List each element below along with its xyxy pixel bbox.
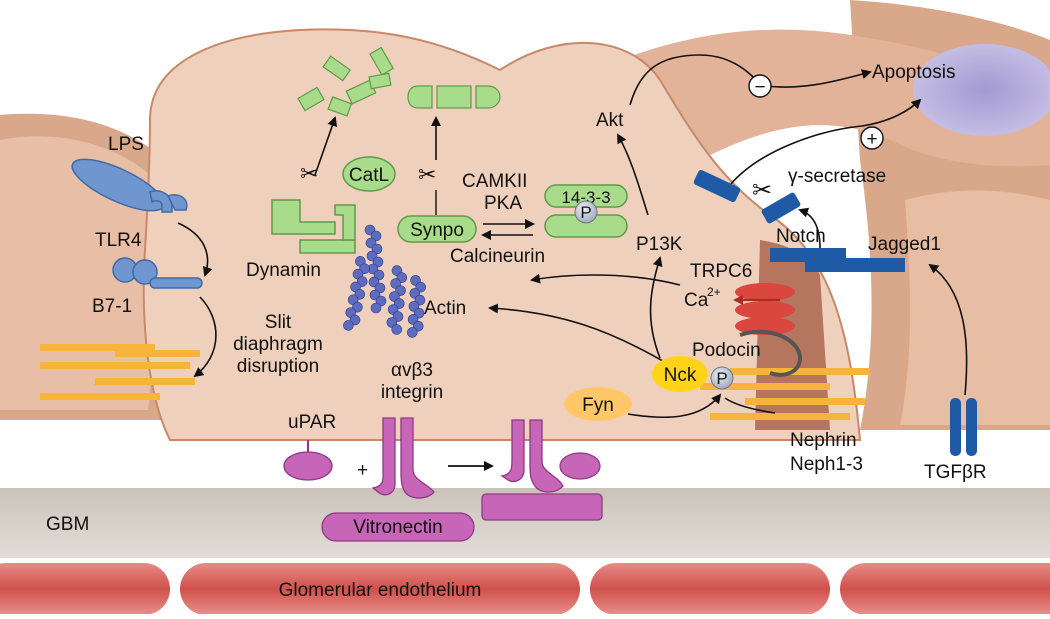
vitronectin-box <box>321 512 475 542</box>
fyn-label: Fyn <box>582 395 614 416</box>
podocin-group: Podocin Nck P Fyn Nephrin Neph1-3 <box>564 329 863 475</box>
1433-label: 14-3-3 <box>561 188 610 207</box>
p13k-label: P13K <box>636 234 683 255</box>
lps-label: LPS <box>108 134 144 155</box>
ca-sup-label: 2+ <box>707 285 721 299</box>
podocin-hairpin <box>739 329 803 377</box>
trpc6-channel <box>735 283 795 301</box>
plus-sign-label: + <box>357 460 368 481</box>
akt-pathway: Akt P13K − + Apoptosis <box>596 62 955 255</box>
plus-label: + <box>866 129 877 150</box>
endothelium-layer: Glomerular endothelium <box>0 563 1050 615</box>
integrin-left <box>371 417 396 496</box>
scissors-icon: ✂ <box>300 161 318 186</box>
tlr4-label: TLR4 <box>95 230 142 251</box>
vitronectin-label: Vitronectin <box>353 517 442 538</box>
notch-label: Notch <box>776 226 826 247</box>
upar-shape <box>283 451 333 481</box>
calcineurin-label: Calcineurin <box>450 246 545 267</box>
nck-phospho-label: P <box>716 369 727 388</box>
ca-label: Ca <box>684 290 709 311</box>
notch-group: ✂ γ-secretase Notch Jagged1 <box>693 166 968 396</box>
podocin-label: Podocin <box>692 340 761 361</box>
synpo-group: ✂ Synpo CAMKII PKA Calcineurin 14-3-3 P <box>397 85 628 267</box>
scissors-icon-3: ✂ <box>752 177 772 204</box>
gbm-layer: GBM <box>0 488 1050 558</box>
tgfbr-receptor <box>950 398 961 456</box>
dynamin-shape <box>271 199 336 235</box>
pathway-arrows <box>488 54 922 419</box>
endothelium-label: Glomerular endothelium <box>279 580 482 601</box>
plus-node <box>860 126 884 150</box>
tgfbr-label: TGFβR <box>924 462 987 483</box>
nephrin-label: Nephrin <box>790 430 857 451</box>
minus-node <box>748 74 772 98</box>
slit-diaphragm-left <box>40 344 200 400</box>
integrin-label-1: αvβ3 <box>391 360 433 381</box>
scissors-icon-2: ✂ <box>418 162 436 187</box>
nck-oval <box>652 356 708 392</box>
camkii-label: CAMKII <box>462 171 527 192</box>
integrin-label-2: integrin <box>381 382 443 403</box>
lps-receptor-group: LPS TLR4 B7-1 Slit diaphragm disruption <box>71 134 323 378</box>
tlr4-receptor <box>149 190 173 213</box>
upar-bound <box>559 452 601 480</box>
nck-label: Nck <box>664 365 697 386</box>
gamma-secretase-label: γ-secretase <box>788 166 886 187</box>
synpo-box <box>397 215 477 243</box>
apoptosis-label: Apoptosis <box>872 62 955 83</box>
tgfbr-group: TGFβR <box>924 398 987 483</box>
vitronectin-bound <box>481 493 603 521</box>
dynamin-group: Dynamin ✂ <box>246 46 395 281</box>
notch-fragment <box>693 170 741 202</box>
slit-label-2: diaphragm <box>233 334 323 355</box>
apoptosis-body <box>913 44 1050 136</box>
jagged1-label: Jagged1 <box>868 234 941 255</box>
catl-oval <box>342 156 396 192</box>
actin-filaments: Actin <box>343 224 466 338</box>
slit-label-1: Slit <box>265 312 292 333</box>
catl-group: CatL <box>342 156 396 192</box>
phospho-marker <box>574 200 598 224</box>
slit-diaphragm-right <box>700 368 870 420</box>
slit-label-3: disruption <box>237 356 319 377</box>
integrin-group: αvβ3 integrin uPAR + Vitronectin <box>283 360 603 542</box>
pka-label: PKA <box>484 193 522 214</box>
nck-phospho-marker <box>710 366 734 390</box>
actin-label: Actin <box>424 298 466 319</box>
akt-label: Akt <box>596 110 624 131</box>
upar-label: uPAR <box>288 412 336 433</box>
gbm-label: GBM <box>46 514 89 535</box>
dynamin-label: Dynamin <box>246 260 321 281</box>
trpc6-label: TRPC6 <box>690 261 752 282</box>
catl-label: CatL <box>349 165 389 186</box>
integrin-right <box>500 419 525 483</box>
b7-1-label: B7-1 <box>92 296 132 317</box>
phospho-label: P <box>580 203 591 222</box>
fyn-oval <box>564 387 632 421</box>
minus-label: − <box>754 77 765 98</box>
synpo-label: Synpo <box>410 220 464 241</box>
neph13-label: Neph1-3 <box>790 454 863 475</box>
